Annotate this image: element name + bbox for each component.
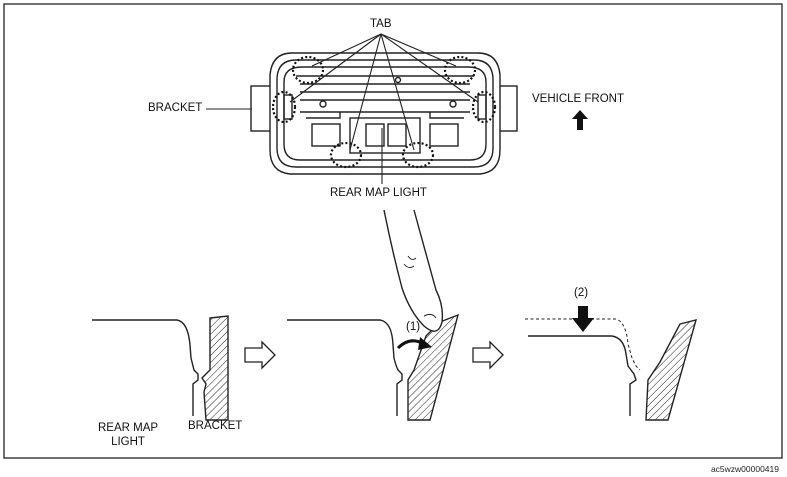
- bracket-section: [645, 319, 697, 421]
- finger: [383, 209, 444, 332]
- step-2-label: (2): [574, 287, 589, 299]
- vehicle-front-label: VEHICLE FRONT: [532, 93, 625, 105]
- section-before: [92, 315, 229, 421]
- rear-map-light-section: [287, 319, 403, 416]
- rear-map-light-top-view: [250, 52, 518, 175]
- figure-border: [3, 3, 783, 459]
- tab-marker: [271, 90, 297, 124]
- right-hollow-arrow-icon: [244, 340, 276, 370]
- up-arrow-icon: [572, 110, 588, 130]
- tab-marker: [443, 55, 477, 85]
- right-hollow-arrow-icon: [472, 340, 504, 370]
- step-1-label: (1): [406, 321, 421, 333]
- bracket-label-bottom: BRACKET: [188, 420, 243, 432]
- rear-map-light-label-bottom: REAR MAP LIGHT: [98, 421, 158, 449]
- bracket-section: [201, 315, 229, 421]
- original-position: [525, 318, 641, 371]
- tab-label: TAB: [370, 18, 392, 30]
- section-after: [525, 318, 697, 421]
- rear-map-light-section: [528, 335, 637, 416]
- tab-marker: [471, 90, 497, 124]
- tab-leader-lines: [289, 33, 479, 151]
- tab-marker: [329, 141, 363, 169]
- tab-marker: [401, 141, 435, 169]
- tab-markers: [271, 55, 497, 169]
- tab-marker: [291, 55, 325, 85]
- rear-map-light-label-line1: REAR MAP: [98, 422, 159, 434]
- rear-map-light-section: [92, 319, 199, 416]
- section-pressing: [287, 209, 460, 421]
- rear-map-light-label-top: REAR MAP LIGHT: [330, 187, 427, 199]
- down-arrow-icon: [572, 306, 594, 332]
- figure-code: ac5wzw00000419: [710, 464, 779, 474]
- bracket-label-top: BRACKET: [148, 102, 203, 114]
- rear-map-light-label-line2: LIGHT: [111, 436, 145, 448]
